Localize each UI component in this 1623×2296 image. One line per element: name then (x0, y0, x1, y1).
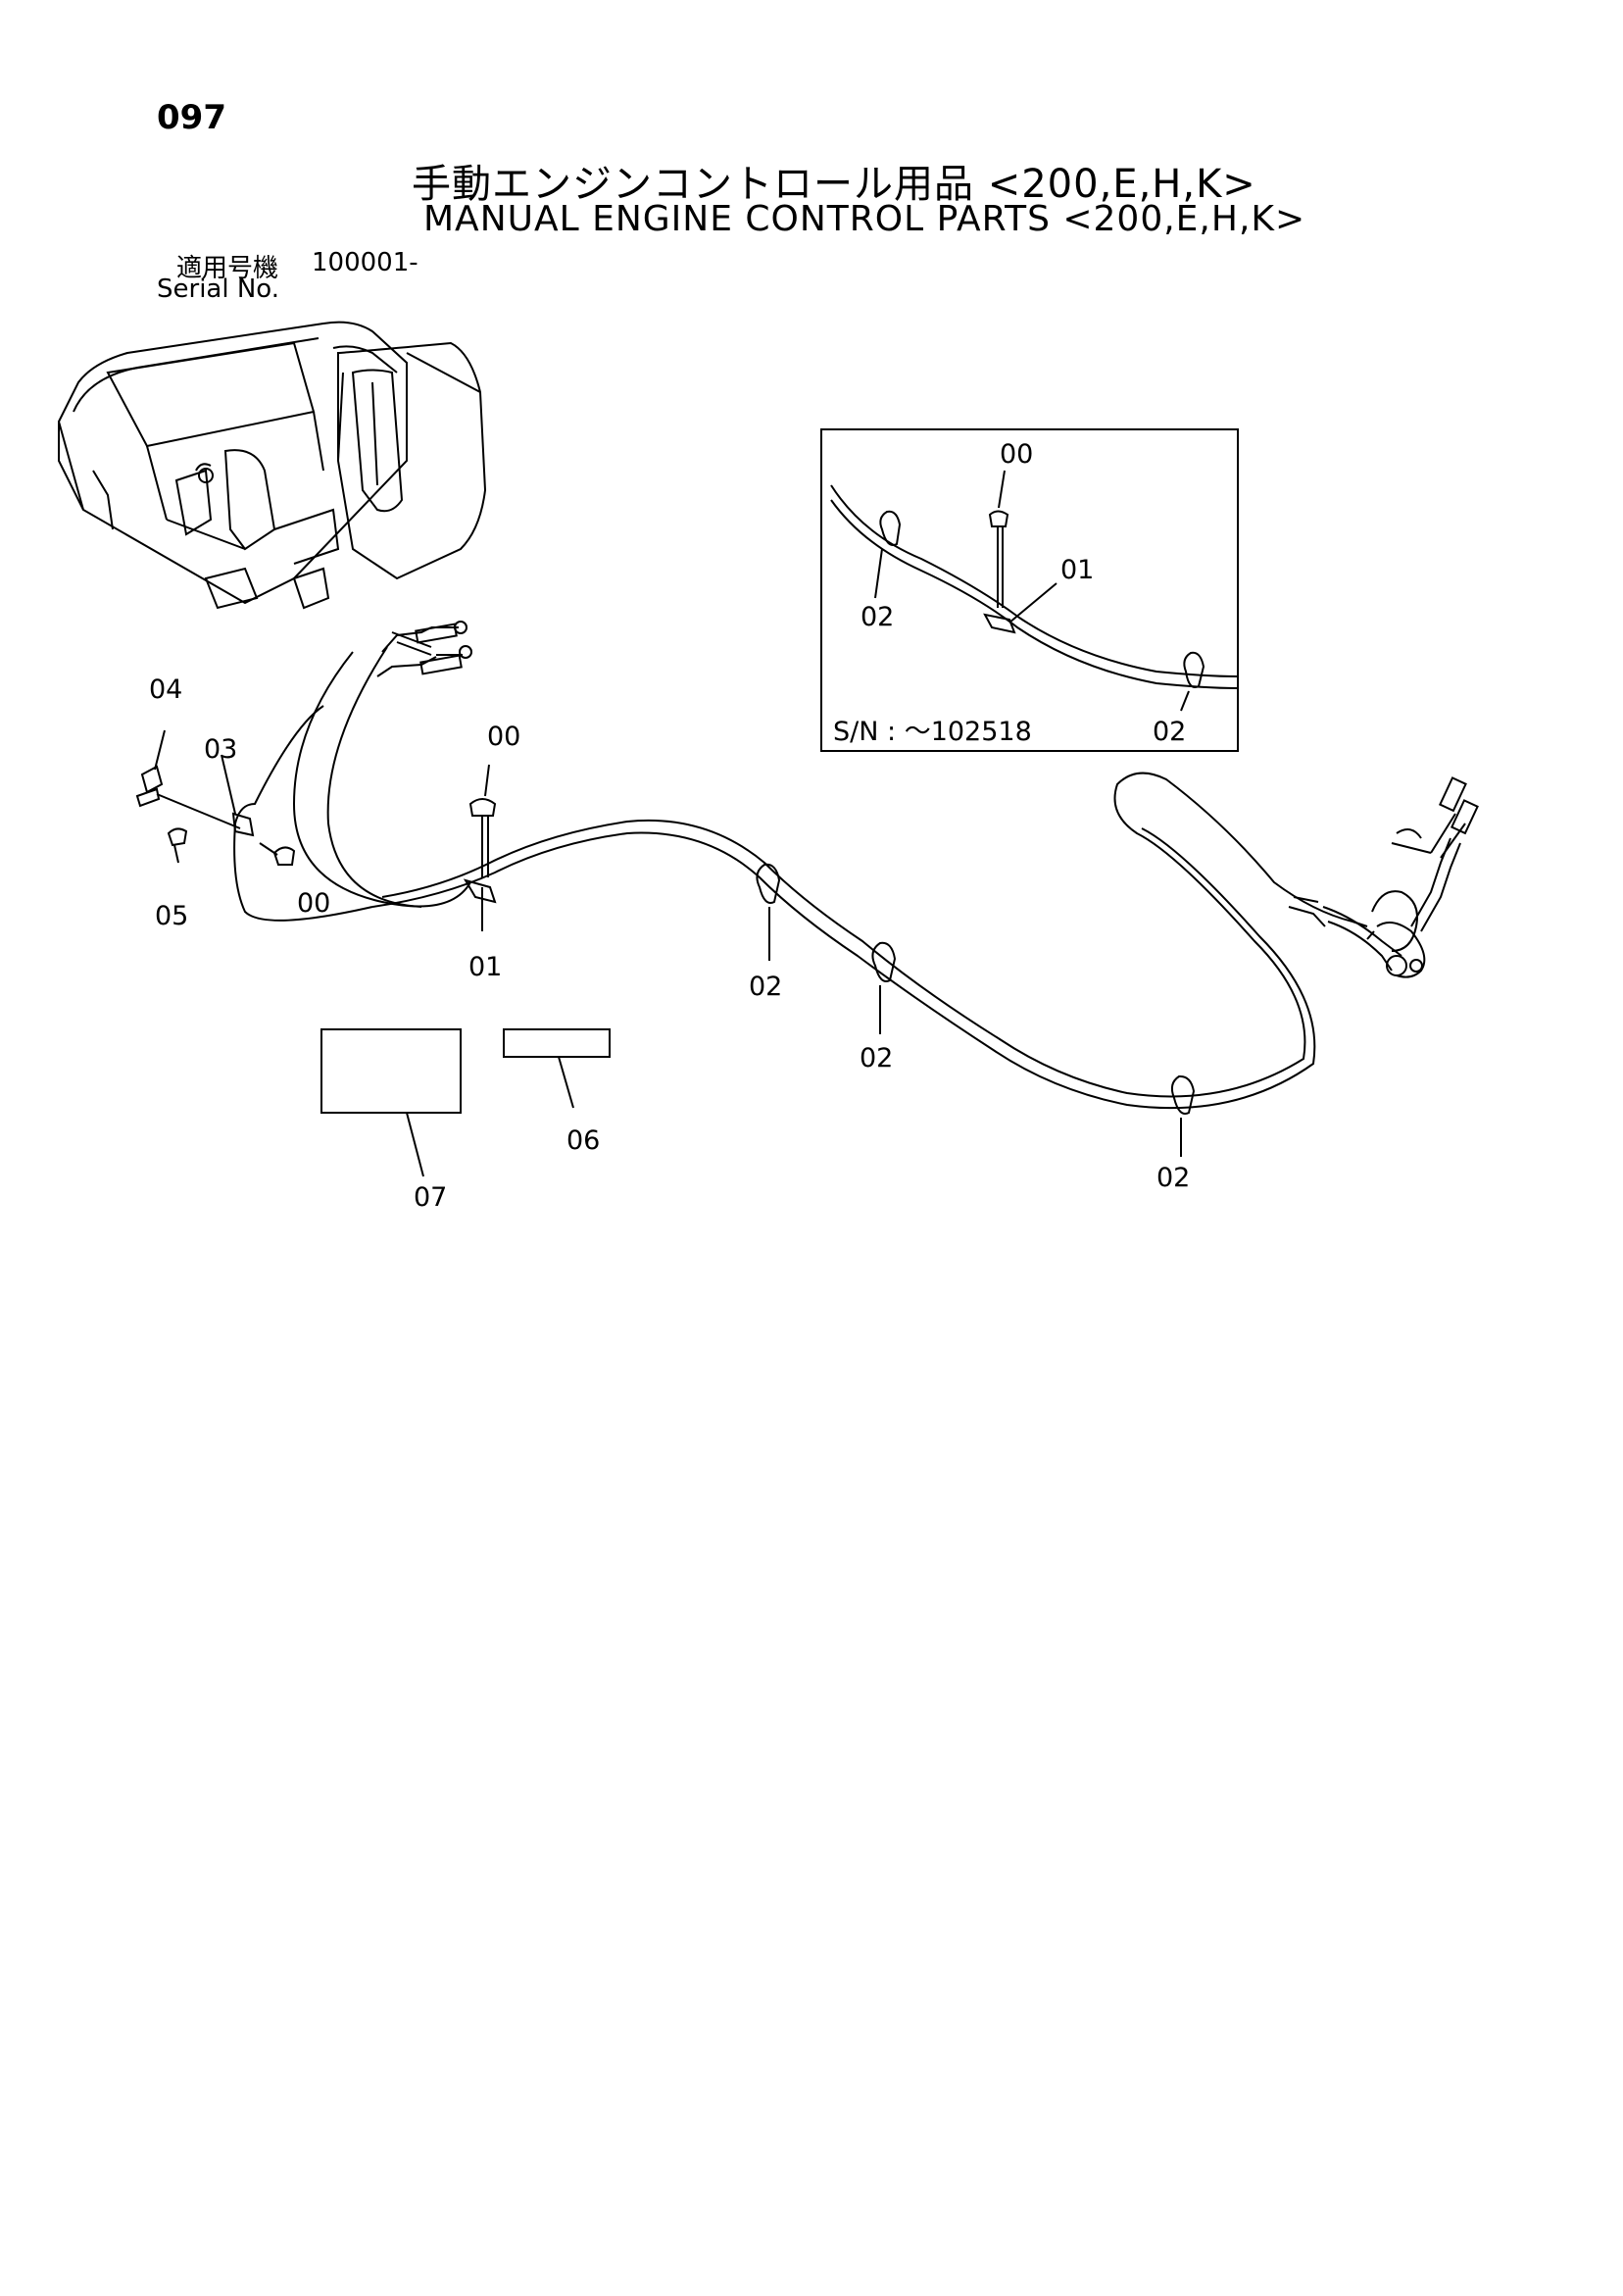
page-number: 097 (157, 98, 226, 137)
callout-00-main: 00 (487, 722, 520, 752)
inset-detail (820, 428, 1239, 752)
inset-serial-note: S/N : ～102518 (833, 717, 1032, 747)
bolt-00-main (468, 764, 497, 877)
callout-06: 06 (566, 1125, 600, 1156)
throttle-lever-assembly (1288, 776, 1479, 978)
decal-06 (503, 1028, 611, 1109)
callout-02-c: 02 (1156, 1163, 1190, 1193)
callout-02-b: 02 (860, 1043, 893, 1073)
callout-04: 04 (149, 674, 182, 705)
inset-callout-01: 01 (1060, 555, 1094, 585)
serial-range: 100001- (312, 248, 418, 277)
bracket-01 (463, 878, 497, 931)
cable-upper-ends (292, 621, 472, 908)
clamp-02-c (1170, 1074, 1196, 1157)
page-title-english: MANUAL ENGINE CONTROL PARTS <200,E,H,K> (423, 199, 1306, 239)
callout-05: 05 (155, 901, 188, 931)
clamp-02-b (871, 941, 897, 1034)
serial-label-japanese: 適用号機 (176, 254, 279, 283)
decal-07 (320, 1028, 462, 1177)
inset-callout-00: 00 (1000, 439, 1033, 470)
page-title-japanese: 手動エンジンコントロール用品 <200,E,H,K> (412, 162, 1256, 207)
control-cable-run (233, 705, 1353, 1110)
clamp-02-a (756, 863, 781, 961)
callout-07: 07 (414, 1182, 447, 1213)
callout-03: 03 (204, 734, 237, 765)
inset-callout-02-right: 02 (1153, 717, 1186, 747)
serial-label-english: Serial No. (157, 275, 279, 304)
callout-00-left: 00 (297, 888, 330, 919)
left-bracket-assembly (135, 729, 296, 866)
excavator-illustration (57, 321, 487, 610)
callout-02-a: 02 (749, 972, 782, 1002)
callout-01-main: 01 (468, 952, 502, 982)
inset-callout-02-left: 02 (861, 602, 894, 632)
